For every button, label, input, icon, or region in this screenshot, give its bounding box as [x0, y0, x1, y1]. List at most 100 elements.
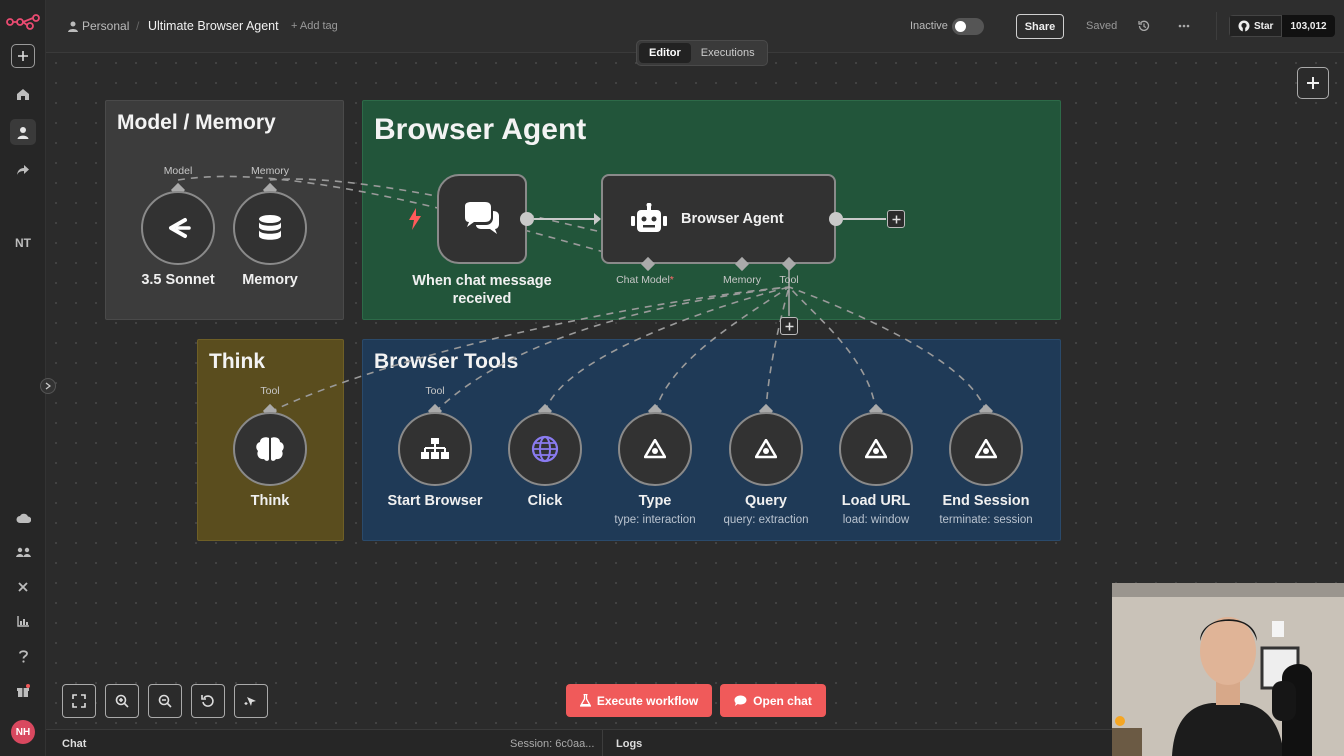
home-icon[interactable] [10, 81, 36, 107]
robot-icon [631, 203, 667, 232]
database-icon [259, 215, 281, 240]
personal-icon[interactable] [10, 119, 36, 145]
brain-icon [256, 437, 284, 461]
variables-icon[interactable] [10, 574, 36, 600]
n8n-logo-icon[interactable] [6, 14, 40, 30]
memory-node[interactable] [233, 191, 307, 265]
reset-zoom-button[interactable] [191, 684, 225, 718]
sitemap-icon [421, 438, 449, 459]
trigger-bolt-icon [409, 208, 421, 230]
load-url-node[interactable] [839, 412, 913, 486]
chat-trigger-label: When chat message received [402, 272, 562, 308]
start-browser-node[interactable] [398, 412, 472, 486]
logs-panel-tab[interactable]: Logs [616, 738, 643, 750]
chat-panel-tab[interactable]: Chat [62, 738, 87, 750]
end-session-node-label: End Session [942, 493, 1030, 509]
plus-icon [892, 215, 900, 223]
browser-agent-node[interactable]: Browser Agent [601, 174, 836, 264]
github-star-button[interactable]: Star [1229, 15, 1283, 37]
toggle-knob [955, 21, 966, 32]
open-chat-button[interactable]: Open chat [720, 684, 826, 717]
open-nodes-panel-button[interactable] [1297, 67, 1329, 99]
agent-add-tool-button[interactable] [780, 317, 798, 335]
plus-icon [1307, 77, 1319, 89]
query-node[interactable] [729, 412, 803, 486]
airtop-icon [644, 439, 666, 459]
active-toggle[interactable] [952, 18, 984, 35]
topbar-divider [1216, 12, 1217, 40]
end-session-node[interactable] [949, 412, 1023, 486]
open-chat-label: Open chat [753, 693, 812, 708]
more-options-icon[interactable] [1178, 24, 1190, 28]
trigger-output-port[interactable] [520, 212, 534, 226]
bottom-divider [602, 730, 603, 756]
type-node-label: Type [638, 493, 672, 509]
help-icon[interactable] [10, 643, 36, 669]
end-session-node-subtitle: terminate: session [939, 514, 1033, 526]
history-icon[interactable] [1138, 20, 1150, 32]
type-node-subtitle: type: interaction [614, 514, 696, 526]
anthropic-icon [169, 218, 191, 238]
think-group-title: Think [209, 350, 265, 373]
think-tool-port-label: Tool [260, 385, 280, 397]
tidy-up-button[interactable] [234, 684, 268, 718]
agent-output-port[interactable] [829, 212, 843, 226]
chat-model-text: Chat Model [616, 274, 670, 286]
expand-sidebar-chevron-icon[interactable] [40, 378, 56, 394]
query-node-subtitle: query: extraction [723, 514, 809, 526]
agent-add-next-node-button[interactable] [887, 210, 905, 228]
breadcrumb-separator: / [136, 19, 140, 33]
zoom-out-icon [158, 694, 172, 708]
project-nt[interactable]: NT [15, 236, 31, 250]
cursor-sparkle-icon [244, 697, 256, 706]
start-browser-node-label: Start Browser [387, 493, 483, 509]
think-node-label: Think [250, 493, 290, 509]
click-node[interactable] [508, 412, 582, 486]
chat-trigger-label-line1: When chat message [412, 273, 552, 289]
active-status-label: Inactive [910, 20, 948, 32]
add-tag-link[interactable]: + Add tag [291, 20, 338, 32]
webcam-overlay [1112, 583, 1344, 756]
chat-trigger-node[interactable] [437, 174, 527, 264]
browser-agent-node-label: Browser Agent [681, 211, 784, 227]
zoom-out-button[interactable] [148, 684, 182, 718]
user-avatar[interactable]: NH [11, 720, 35, 744]
view-tabs: Editor Executions [636, 40, 768, 66]
load-url-node-subtitle: load: window [842, 514, 910, 526]
chat-bubble-icon [734, 695, 747, 706]
query-node-label: Query [745, 493, 787, 509]
workflow-title[interactable]: Ultimate Browser Agent [148, 19, 279, 33]
zoom-in-icon [115, 694, 129, 708]
community-icon[interactable] [10, 539, 36, 565]
whats-new-gift-icon[interactable] [10, 677, 36, 703]
sonnet-node[interactable] [141, 191, 215, 265]
globe-icon [531, 435, 559, 463]
workspace-breadcrumb[interactable]: Personal [82, 19, 130, 33]
github-star-widget[interactable]: Star 103,012 [1229, 15, 1335, 37]
tab-executions[interactable]: Executions [700, 47, 755, 59]
share-button[interactable]: Share [1016, 14, 1064, 39]
agent-chat-model-port-label: Chat Model* [605, 274, 685, 286]
click-node-label: Click [527, 493, 563, 509]
shared-icon[interactable] [10, 157, 36, 183]
cloud-icon[interactable] [10, 505, 36, 531]
add-icon[interactable] [11, 44, 35, 68]
execute-workflow-button[interactable]: Execute workflow [566, 684, 712, 717]
fit-view-icon [72, 694, 86, 708]
required-asterisk: * [669, 274, 674, 286]
zoom-in-button[interactable] [105, 684, 139, 718]
type-node[interactable] [618, 412, 692, 486]
zoom-to-fit-button[interactable] [62, 684, 96, 718]
think-node[interactable] [233, 412, 307, 486]
user-icon [68, 21, 78, 32]
insights-icon[interactable] [10, 608, 36, 634]
github-star-label: Star [1254, 20, 1274, 32]
sonnet-model-port-label: Model [163, 165, 193, 177]
model-memory-group-title: Model / Memory [117, 111, 276, 134]
github-icon [1238, 20, 1250, 32]
browser-tools-group-title: Browser Tools [374, 350, 519, 373]
left-sidebar: NT NH [0, 0, 46, 756]
start-browser-tool-port-label: Tool [425, 385, 445, 397]
tab-editor[interactable]: Editor [639, 43, 691, 63]
saved-status: Saved [1086, 20, 1118, 32]
